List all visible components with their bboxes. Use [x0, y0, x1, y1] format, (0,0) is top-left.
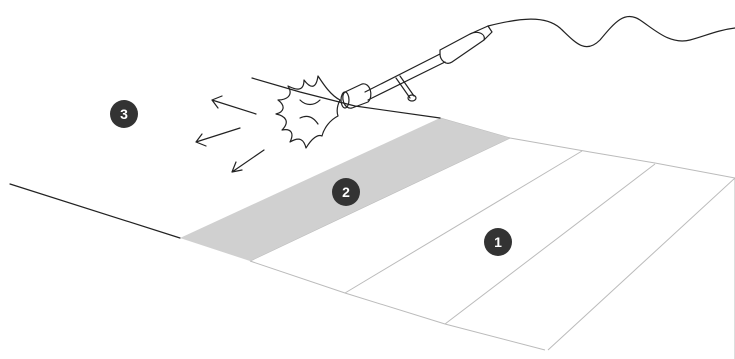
- badge-step-1: 1: [484, 228, 512, 256]
- badge-step-2: 2: [332, 178, 360, 206]
- torch-icon: [340, 15, 735, 109]
- back-edge-line: [251, 77, 441, 119]
- flame-icon: [275, 75, 341, 149]
- badge-step-3-label: 3: [120, 106, 128, 122]
- ground-edge-line: [9, 183, 181, 239]
- heat-arrow-icon: [195, 95, 265, 173]
- badge-step-1-label: 1: [494, 234, 502, 250]
- plank-divider: [344, 150, 583, 294]
- badge-step-2-label: 2: [342, 184, 350, 200]
- plank-divider: [444, 163, 656, 325]
- plank-divider: [547, 177, 735, 351]
- badge-step-3: 3: [110, 100, 138, 128]
